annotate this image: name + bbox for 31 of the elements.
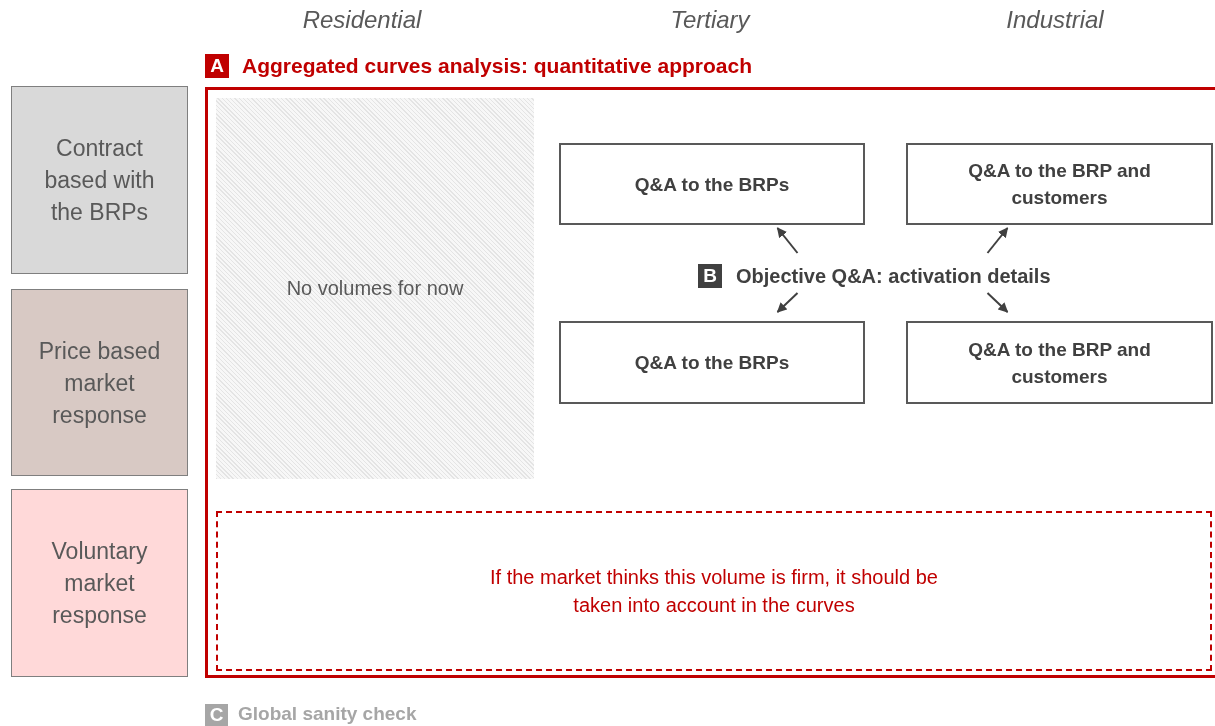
category-label: Voluntary market response [50,537,149,630]
arrow [986,292,1009,313]
process-box [906,143,1213,225]
arrow [986,227,1009,254]
section-badge: A [205,54,229,78]
column-header: Tertiary [669,6,752,34]
category-box [11,489,188,677]
section-heading: Aggregated curves analysis: quantitative approach [242,54,752,78]
arrow [776,227,799,254]
note-box [216,511,1212,671]
section-badge: C [205,704,228,726]
box-label: Q&A to the BRP and customers [967,337,1152,389]
section-badge: B [698,264,722,288]
objective-heading: Objective Q&A: activation details [736,264,1051,288]
box-label: Q&A to the BRPs [634,351,790,375]
category-box [11,289,188,476]
box-label: Q&A to the BRPs [634,172,790,197]
category-box [11,86,188,274]
process-box [559,321,865,404]
column-header: Residential [301,6,423,34]
hatched-area [216,98,534,479]
category-label: Price based market response [37,336,162,430]
area-label: No volumes for now [286,277,464,300]
box-label: Q&A to the BRP and customers [967,159,1152,210]
column-header: Industrial [1005,6,1105,34]
note-text: If the market thinks this volume is firm, it should be taken into account in the curves [489,565,939,618]
section-heading: Global sanity check [238,703,417,725]
category-label: Contract based with the BRPs [43,134,156,227]
process-box [559,143,865,225]
arrow [776,292,799,313]
process-box [906,321,1213,404]
